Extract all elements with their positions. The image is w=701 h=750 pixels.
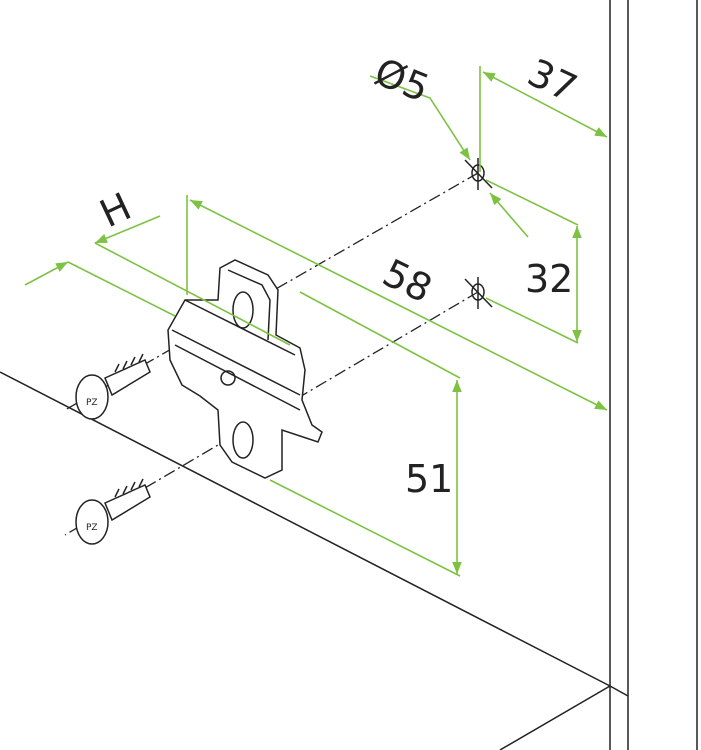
dimension-51: [269, 291, 462, 577]
label-58: 58: [376, 251, 439, 312]
dimension-37: [479, 66, 608, 172]
svg-text:PZ: PZ: [86, 523, 98, 533]
label-51: 51: [405, 457, 453, 501]
drill-hole-lower: [464, 277, 493, 309]
dimension-58: [186, 195, 608, 411]
label-32: 32: [525, 257, 573, 301]
label-diameter: Ø5: [369, 50, 436, 111]
dimension-h: [24, 215, 291, 346]
screw-upper: PZ: [75, 353, 151, 420]
label-37: 37: [521, 50, 583, 110]
svg-text:PZ: PZ: [86, 398, 98, 408]
drill-hole-upper: [464, 158, 493, 190]
dimension-diameter-leader: [369, 75, 471, 161]
screw-lower: PZ: [75, 478, 151, 545]
